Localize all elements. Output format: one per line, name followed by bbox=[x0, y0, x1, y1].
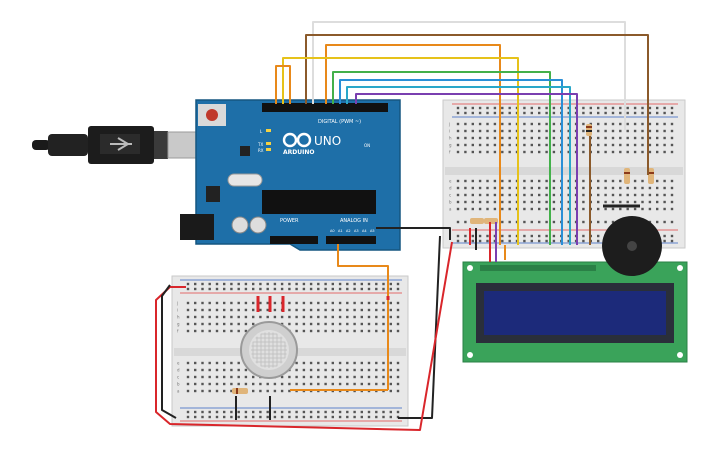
wires[interactable] bbox=[155, 21, 649, 431]
arduino-uno-board[interactable]: DIGITAL (PWM ~) AREF ARDUINO UNO ON L TX… bbox=[180, 94, 401, 251]
gas-sensor-icon[interactable] bbox=[240, 321, 298, 379]
row-letter: j bbox=[448, 122, 450, 127]
wire-brown bbox=[305, 34, 649, 175]
l-label: L bbox=[260, 129, 263, 134]
digital-header[interactable] bbox=[262, 103, 388, 112]
analog-pin-label: A3 bbox=[354, 229, 359, 233]
usb-cable-icon bbox=[32, 126, 197, 164]
row-letter: e bbox=[177, 361, 180, 366]
model-text: UNO bbox=[314, 134, 341, 148]
reset-button[interactable] bbox=[206, 109, 218, 121]
row-letter: c bbox=[177, 375, 179, 380]
analog-label: ANALOG IN bbox=[340, 218, 368, 224]
wire-orange-top bbox=[325, 44, 501, 245]
row-letter: g bbox=[177, 322, 180, 327]
row-letter: i bbox=[177, 308, 178, 313]
row-letter: f bbox=[177, 329, 179, 334]
row-letter: c bbox=[449, 193, 451, 198]
row-letter: d bbox=[449, 186, 452, 191]
analog-pin-label: A2 bbox=[346, 229, 351, 233]
row-letter: j bbox=[176, 301, 178, 306]
wire-red-5v bbox=[155, 241, 453, 431]
row-letter: e bbox=[449, 179, 452, 184]
analog-pin-label: A4 bbox=[362, 229, 367, 233]
capacitor-1 bbox=[231, 216, 249, 234]
arduino-logo: ARDUINO UNO bbox=[282, 132, 341, 156]
wire-orange-short bbox=[275, 65, 291, 104]
power-label: POWER bbox=[280, 218, 299, 224]
row-letter: g bbox=[449, 143, 452, 148]
analog-header[interactable] bbox=[326, 236, 376, 244]
atmega-chip bbox=[262, 190, 376, 214]
analog-pin-label: A5 bbox=[370, 229, 375, 233]
row-letter: a bbox=[177, 389, 180, 394]
wire-yellow bbox=[282, 57, 519, 245]
lcd-pin-header[interactable] bbox=[480, 265, 596, 271]
tx-label: TX bbox=[257, 142, 263, 147]
capacitor-2 bbox=[249, 216, 267, 234]
wire-black-left bbox=[161, 284, 177, 419]
wire-orange-analog bbox=[337, 244, 389, 390]
on-label: ON bbox=[364, 143, 370, 148]
row-letter: i bbox=[449, 129, 450, 134]
row-letter: a bbox=[449, 207, 452, 212]
row-letter: f bbox=[449, 150, 451, 155]
row-letter: b bbox=[177, 382, 180, 387]
usb-chip bbox=[240, 146, 250, 156]
wire-blue-2 bbox=[346, 86, 571, 245]
wire-black-gnd bbox=[376, 227, 451, 240]
wire-blue-1 bbox=[339, 79, 563, 245]
wire-green bbox=[332, 71, 551, 245]
row-letter: h bbox=[177, 315, 180, 320]
power-header[interactable] bbox=[270, 236, 318, 244]
crystal bbox=[227, 173, 263, 187]
row-letter: h bbox=[449, 136, 452, 141]
analog-pin-label: A0 bbox=[330, 229, 335, 233]
row-letter: b bbox=[449, 200, 452, 205]
regulator bbox=[206, 186, 220, 202]
analog-pin-label: A1 bbox=[338, 229, 343, 233]
logo-text: ARDUINO bbox=[283, 149, 314, 156]
resistor-icon bbox=[232, 124, 654, 394]
lcd-display[interactable] bbox=[462, 261, 688, 363]
power-jack[interactable] bbox=[180, 214, 214, 240]
wire-black-bottom bbox=[398, 235, 441, 419]
wire-purple bbox=[355, 93, 578, 245]
rx-label: RX bbox=[258, 148, 264, 153]
digital-label: DIGITAL (PWM ~) bbox=[318, 119, 361, 125]
buzzer-icon[interactable] bbox=[602, 216, 662, 276]
wire-white bbox=[312, 21, 626, 130]
lcd-screen bbox=[484, 291, 666, 335]
row-letter: d bbox=[177, 368, 180, 373]
